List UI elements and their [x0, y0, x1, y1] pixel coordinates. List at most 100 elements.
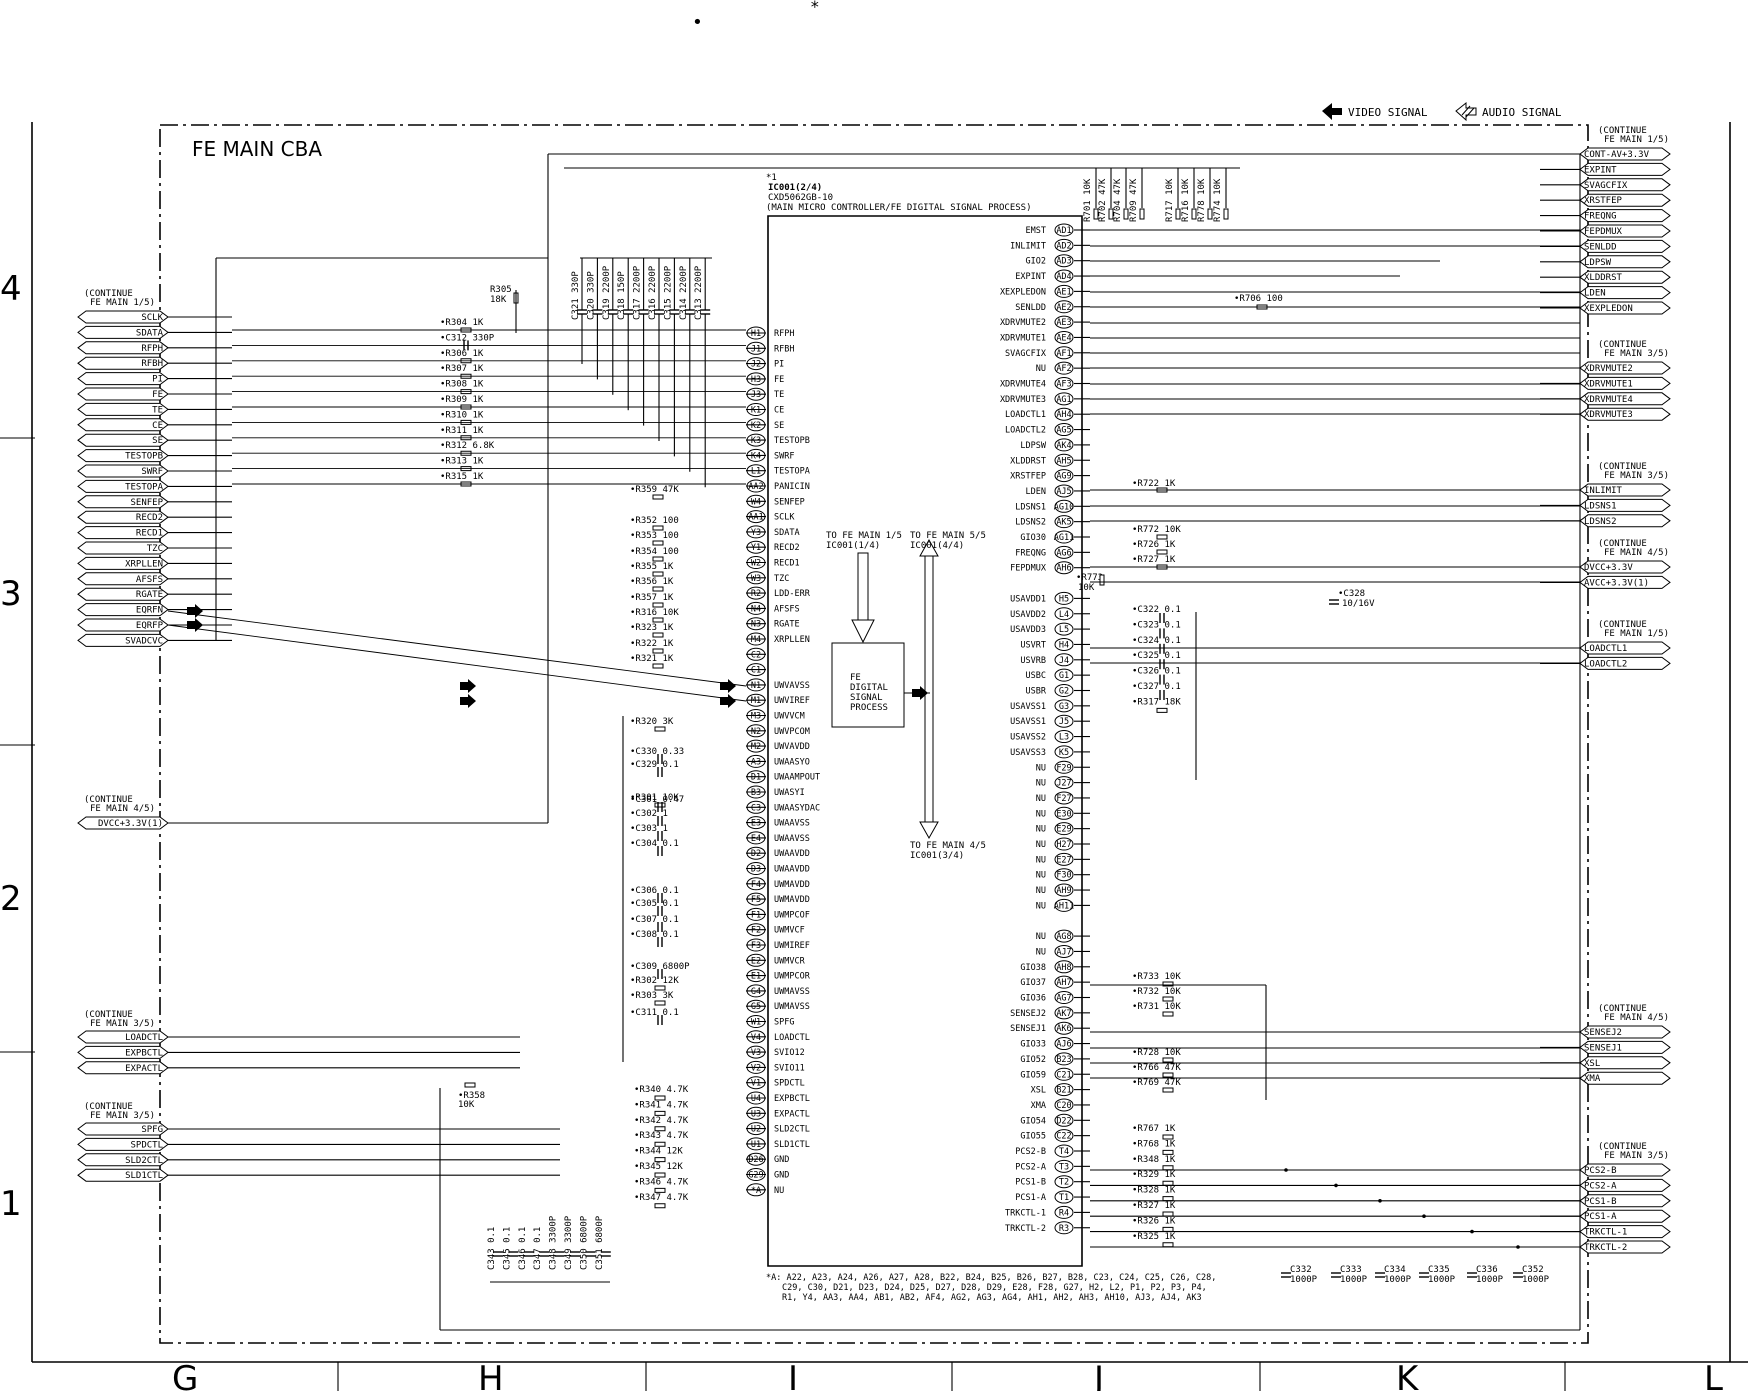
bidir-arrow-head-down: [920, 822, 938, 838]
sheet-frame: [32, 122, 1748, 1362]
ic-right-pin-num: AE3: [1056, 318, 1071, 328]
pcs-resistor-label: •R329 1K: [1132, 1170, 1176, 1180]
ic-right-pin: [1055, 853, 1073, 865]
ic-left-pin-name: UWMAVSS: [774, 1002, 810, 1012]
ic-right-pin-num: C21: [1056, 1070, 1071, 1080]
pullup: [1124, 209, 1128, 219]
ic-right-pin-num: L3: [1059, 733, 1069, 743]
ic-right-pin: [1055, 239, 1073, 251]
top-cap-label: C317 2200P: [633, 265, 643, 320]
right-connector-e-1-label: LOADCTL2: [1584, 659, 1627, 669]
ic-right-pin-name: XLDDRST: [1010, 456, 1046, 466]
continue-note: (CONTINUE: [1598, 1004, 1647, 1014]
ic-right-pin-name: NU: [1036, 901, 1046, 911]
resistor: [655, 1001, 665, 1005]
ic-right-pin: [1055, 500, 1073, 512]
ic-right-pin: [1055, 608, 1073, 620]
ic-left-pin-num: F2: [751, 926, 761, 936]
ic-right-pin: [1055, 393, 1073, 405]
ic-left-pin-num: AA1: [748, 513, 763, 523]
resistor-label: •R304 1K: [440, 318, 484, 328]
right-connector-g-0: [1580, 1164, 1670, 1176]
junction-dot: [1470, 1229, 1474, 1234]
ic-right-pin: [1055, 1160, 1073, 1172]
ic-right-pin-num: J4: [1059, 656, 1069, 666]
analog-part-label: •C304 0.1: [630, 839, 679, 849]
continue-note: FE MAIN 4/5): [1604, 548, 1669, 558]
bottom-cap-label: C348 3300P: [549, 1215, 559, 1270]
resistor-label: •R306 1K: [440, 349, 484, 359]
right-connector-c-1: [1580, 499, 1670, 511]
resistor: [655, 1142, 665, 1146]
bottom-cap-label: C349 3300P: [564, 1215, 574, 1270]
ic-right-pin-num: AG5: [1056, 426, 1071, 436]
ic-right-pin-num: AG6: [1056, 548, 1071, 558]
ic-left-pin-name: UWMAVSS: [774, 987, 810, 997]
resistor: [1157, 708, 1167, 712]
us-cap-label: •C322 0.1: [1132, 605, 1181, 615]
ic-left-pin-name: SPDCTL: [774, 1079, 805, 1089]
ic-right-pin-name: EXPINT: [1015, 272, 1046, 282]
ic-left-pin-num: M4: [751, 635, 761, 645]
us-cap-label: •C325 0.1: [1132, 651, 1181, 661]
ic-right-pin-name: NU: [1036, 871, 1046, 881]
ic-left-pin-num: H3: [751, 375, 761, 385]
ic-left-pin-num: H1: [751, 329, 761, 339]
right-connector-f-3: [1580, 1072, 1670, 1084]
ic-left-pin-num: C2: [751, 650, 761, 660]
ic-right-pin: [1055, 1206, 1073, 1218]
ic-right-pin: [1055, 316, 1073, 328]
continue-note: (CONTINUE: [1598, 1142, 1647, 1152]
left-connector-recd2-label: RECD2: [136, 513, 163, 523]
resistor-label: •R310 1K: [440, 410, 484, 420]
ic-left-pin-name: GND: [774, 1155, 789, 1165]
ic-left-pin-name: UWASYI: [774, 788, 805, 798]
ic-right-pin-num: AH7: [1056, 978, 1071, 988]
video-signal-arrow: [187, 618, 203, 632]
right-connector-f-0-label: SENSEJ2: [1584, 1028, 1622, 1038]
right-connector-f-1-label: SENSEJ1: [1584, 1043, 1622, 1053]
gio-resistor-label: •R732 10K: [1132, 987, 1181, 997]
ic-left-pin-num: E1: [751, 972, 761, 982]
ic-left-pin-num: D1: [751, 773, 761, 783]
ic-right-pin-name: NU: [1036, 855, 1046, 865]
r726: [1157, 550, 1167, 554]
top-cap-label: C316 2200P: [648, 265, 658, 320]
pullup: [1109, 209, 1113, 219]
ic-right-pin-name: USVRB: [1020, 656, 1046, 666]
continue-note: (CONTINUE: [1598, 126, 1647, 136]
ic-left-pin-name: LDD-ERR: [774, 589, 811, 599]
resistor: [1163, 982, 1173, 986]
mid-resistor-label: •R323 1K: [630, 623, 674, 633]
ic-left-pin-name: SWRF: [774, 451, 794, 461]
resistor: [653, 541, 663, 545]
ic-left-pin-num: E2: [751, 956, 761, 966]
left-connector-te-label: TE: [152, 405, 163, 415]
ic-left-pin-name: UWVVCM: [774, 712, 805, 722]
ic-left-pin-num: N1: [751, 681, 761, 691]
resistor: [653, 495, 663, 499]
right-connector-b-0: [1580, 362, 1670, 374]
right-connector-a-6: [1580, 240, 1670, 252]
ic-right-pin: [1055, 331, 1073, 343]
ic-right-pin-name: GIO55: [1020, 1132, 1046, 1142]
right-connector-b-1-label: XDRVMUTE1: [1584, 379, 1633, 389]
ic-right-pin-name: XEXPLEDON: [1000, 287, 1046, 297]
eqrf-wire: [168, 611, 746, 686]
ic-left-pin-name: LOADCTL: [774, 1033, 810, 1043]
ic-right-pin-num: J27: [1056, 779, 1071, 789]
resistor: [1163, 1150, 1173, 1154]
ic-left-pin-name: RECD1: [774, 559, 800, 569]
analog-part-label: •C311 0.1: [630, 1008, 679, 1018]
ic-right-pin-name: LDPSW: [1020, 441, 1046, 451]
resistor-label: •R312 6.8K: [440, 441, 495, 451]
right-connector-b-1: [1580, 377, 1670, 389]
resistor: [653, 649, 663, 653]
right-connector-a-2-label: SVAGCFIX: [1584, 181, 1628, 191]
top-cap-label: C320 330P: [586, 271, 596, 320]
right-connector-a-4-label: FREQNG: [1584, 212, 1617, 222]
ic-right-pin-name: PCS2-A: [1015, 1162, 1046, 1172]
ic-right-pin: [1055, 976, 1073, 988]
pcs-resistor-label: •R348 1K: [1132, 1155, 1176, 1165]
ic-right-pin: [1055, 685, 1073, 697]
